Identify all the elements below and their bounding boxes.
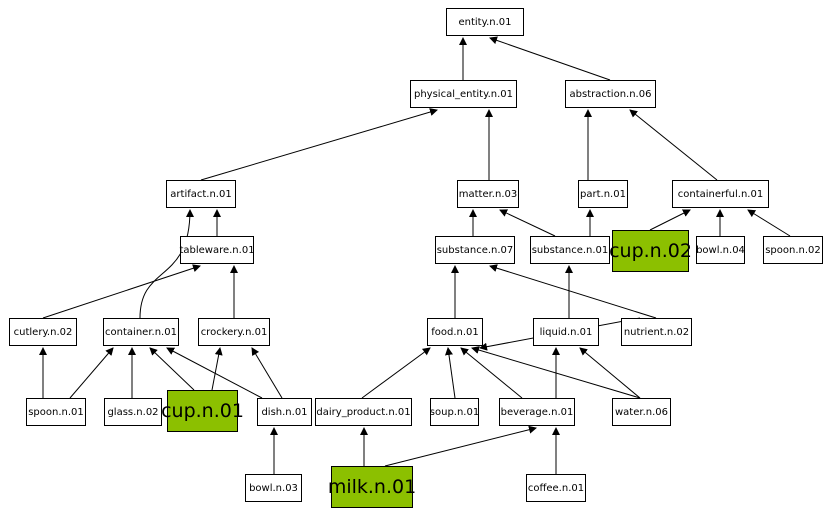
node-glass: glass.n.02 <box>104 398 162 426</box>
edge-cup02-to-containerful <box>649 209 691 231</box>
node-containerful: containerful.n.01 <box>672 180 769 208</box>
edge-abstraction-to-entity <box>489 36 611 81</box>
edge-milk-to-beverage <box>384 425 537 467</box>
node-entity: entity.n.01 <box>446 8 524 36</box>
node-container: container.n.01 <box>103 318 179 346</box>
edge-cup01-to-crockery <box>211 347 223 391</box>
node-tableware: tableware.n.01 <box>179 236 255 264</box>
node-physical-entity: physical_entity.n.01 <box>410 80 517 108</box>
node-cup-02: cup.n.02 <box>609 230 692 272</box>
edge-substance01-to-matter <box>499 209 556 237</box>
node-matter: matter.n.03 <box>457 180 519 208</box>
node-water: water.n.06 <box>612 398 671 426</box>
node-food: food.n.01 <box>427 318 483 346</box>
node-bowl-04: bowl.n.04 <box>696 236 745 264</box>
edge-spoon02-to-containerful <box>747 209 791 237</box>
node-cutlery: cutlery.n.02 <box>9 318 77 346</box>
edge-beverage-to-food <box>460 347 523 399</box>
node-artifact: artifact.n.01 <box>166 180 236 208</box>
edge-spoon01-to-container <box>69 347 114 399</box>
edge-water-to-liquid <box>579 347 641 399</box>
edge-cup01-to-container <box>149 347 195 391</box>
node-dairy-product: dairy_product.n.01 <box>315 398 412 426</box>
node-beverage: beverage.n.01 <box>499 398 575 426</box>
edge-containerful-to-abstraction <box>629 109 718 181</box>
edge-container-to-artifact <box>139 209 194 319</box>
node-spoon-02: spoon.n.02 <box>763 236 823 264</box>
edge-nutrient-to-substance07 <box>489 264 657 319</box>
edge-dairy-to-food <box>361 347 431 399</box>
node-dish: dish.n.01 <box>257 398 312 426</box>
node-milk: milk.n.01 <box>328 466 416 508</box>
edge-soup-to-food <box>445 347 456 399</box>
node-liquid: liquid.n.01 <box>533 318 599 346</box>
edge-dish-to-container <box>166 347 263 399</box>
node-spoon-01: spoon.n.01 <box>26 398 86 426</box>
node-nutrient: nutrient.n.02 <box>621 318 692 346</box>
edge-dish-to-crockery <box>251 347 283 399</box>
node-bowl-03: bowl.n.03 <box>245 474 302 502</box>
node-soup: soup.n.01 <box>430 398 479 426</box>
edge-artifact-to-physical_entity <box>200 108 438 181</box>
node-coffee: coffee.n.01 <box>526 474 586 502</box>
node-substance-07: substance.n.07 <box>435 236 515 264</box>
node-substance-01: substance.n.01 <box>530 236 610 264</box>
node-crockery: crockery.n.01 <box>198 318 270 346</box>
edge-cutlery-to-tableware <box>42 264 201 319</box>
node-abstraction: abstraction.n.06 <box>565 80 656 108</box>
node-part: part.n.01 <box>578 180 628 208</box>
node-cup-01: cup.n.01 <box>161 390 244 432</box>
